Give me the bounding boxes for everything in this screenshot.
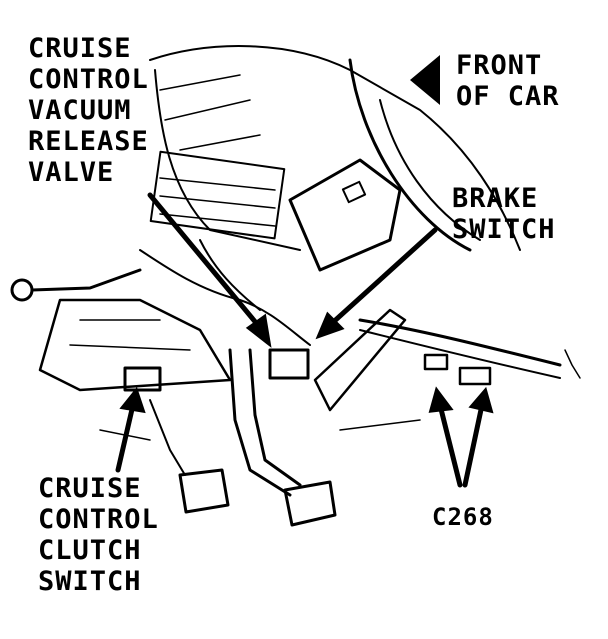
label-line: SWITCH xyxy=(38,566,142,597)
label-line: CLUTCH xyxy=(38,535,142,566)
label-line: C268 xyxy=(432,503,494,531)
leader-c268-left xyxy=(437,402,463,488)
label-line: VALVE xyxy=(28,157,115,188)
label-front-of-car: FRONT OF CAR xyxy=(456,50,560,112)
brake-pedal-pad xyxy=(178,468,230,514)
label-line: CONTROL xyxy=(38,504,159,535)
label-line: RELEASE xyxy=(28,126,149,157)
label-line: FRONT xyxy=(456,50,543,81)
leader-vacuum-valve xyxy=(147,192,265,333)
c268-connector-right xyxy=(458,366,492,386)
dashboard-lower-edge xyxy=(154,69,301,251)
arrowhead-c268-left xyxy=(428,386,454,413)
steering-wheel xyxy=(348,58,472,252)
arrow-left-icon xyxy=(410,55,440,105)
arrowhead-c268-right xyxy=(468,386,494,414)
leader-clutch-switch xyxy=(115,402,136,473)
wiring-harness xyxy=(139,249,311,346)
label-line: CRUISE xyxy=(38,473,142,504)
label-line: VACUUM xyxy=(28,95,132,126)
arrowhead-vacuum-valve xyxy=(245,313,272,348)
clutch-pedal-arm xyxy=(228,348,292,497)
clutch-switch-body xyxy=(123,366,162,392)
knee-panel xyxy=(38,298,232,392)
label-line: CRUISE xyxy=(28,33,132,64)
label-line: BRAKE xyxy=(452,183,539,214)
hood-release-handle xyxy=(10,278,34,302)
label-vacuum-release-valve: CRUISE CONTROL VACUUM RELEASE VALVE xyxy=(28,33,149,188)
label-line: CONTROL xyxy=(28,64,149,95)
arrowhead-clutch-switch xyxy=(119,386,146,414)
label-brake-switch: BRAKE SWITCH xyxy=(452,183,556,245)
label-line: OF CAR xyxy=(456,81,560,112)
label-line: SWITCH xyxy=(452,214,556,245)
air-vent xyxy=(149,150,286,240)
leader-brake-switch xyxy=(327,227,438,328)
brake-pedal-bracket xyxy=(313,308,407,412)
leader-c268-right xyxy=(462,402,485,488)
c268-connector-left xyxy=(423,353,449,371)
arrowhead-brake-switch xyxy=(315,311,345,340)
brake-switch-body xyxy=(268,348,310,380)
steering-column xyxy=(288,158,402,272)
label-clutch-switch: CRUISE CONTROL CLUTCH SWITCH xyxy=(38,473,159,597)
clutch-pedal-pad xyxy=(283,480,337,527)
label-c268: C268 xyxy=(432,502,494,533)
